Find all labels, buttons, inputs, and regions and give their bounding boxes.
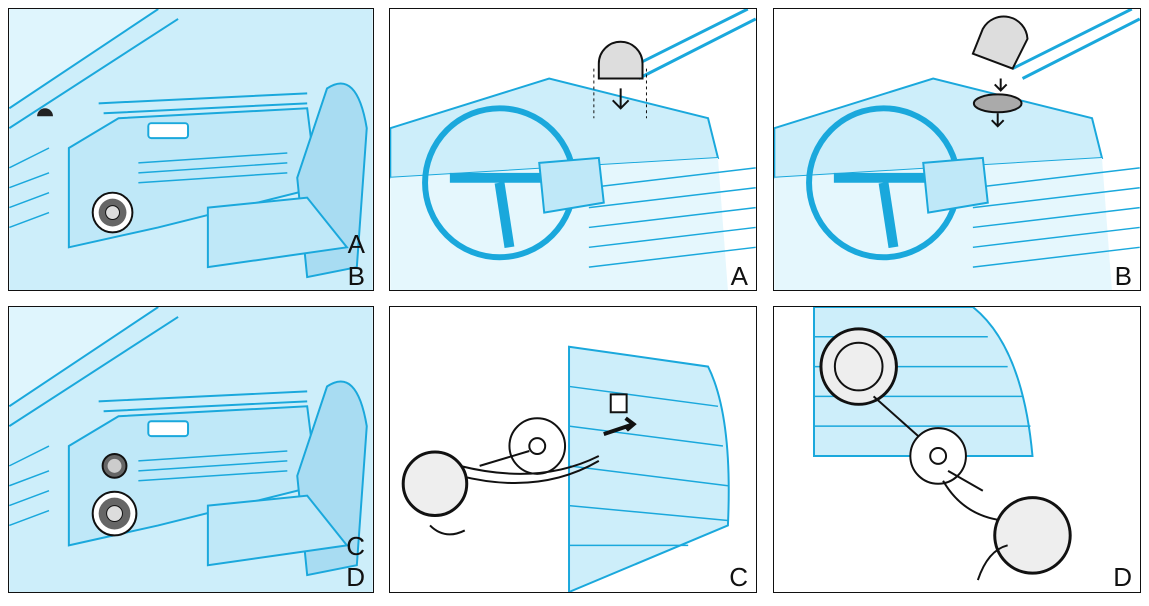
label-d: D bbox=[1113, 562, 1132, 592]
tweeter-icon bbox=[971, 15, 1029, 70]
mounting-bracket bbox=[508, 417, 567, 475]
tweeter-icon bbox=[401, 450, 469, 518]
label-c: C bbox=[346, 531, 365, 561]
dashboard-illustration bbox=[390, 9, 756, 290]
panel-dashboard-a: A bbox=[389, 8, 757, 291]
arrow-down-icon bbox=[994, 78, 1008, 92]
tweeter-icon bbox=[37, 108, 53, 117]
rotate-arrow-icon bbox=[429, 524, 466, 536]
tweeter-icon bbox=[993, 496, 1072, 575]
screw-icon bbox=[947, 469, 984, 492]
arrow-down-icon bbox=[991, 113, 1005, 128]
label-b: B bbox=[1114, 261, 1132, 291]
panel-door-mount-c: C bbox=[389, 306, 757, 593]
interior-illustration bbox=[9, 307, 373, 592]
arrow-down-icon bbox=[612, 88, 630, 110]
arrow-right-icon bbox=[603, 416, 637, 436]
label-a: A bbox=[347, 229, 365, 259]
door-mount-illustration bbox=[401, 345, 730, 592]
label-c: C bbox=[729, 562, 748, 592]
mounting-bracket bbox=[909, 427, 967, 485]
panel-dashboard-b: B bbox=[773, 8, 1141, 291]
tweeter-icon bbox=[597, 40, 644, 80]
panel-door-mount-d: D bbox=[773, 306, 1141, 593]
door-mount-illustration bbox=[813, 307, 1072, 581]
screw-icon bbox=[479, 450, 530, 467]
label-a: A bbox=[730, 261, 748, 291]
panel-interior-a-b: A B bbox=[8, 8, 374, 291]
rotate-arrow-icon bbox=[976, 544, 1008, 581]
interior-illustration bbox=[9, 9, 373, 290]
panel-interior-c-d: C D bbox=[8, 306, 374, 593]
dashboard-illustration bbox=[774, 9, 1140, 290]
label-d: D bbox=[346, 562, 365, 592]
tweeter-housing bbox=[819, 327, 898, 406]
label-b: B bbox=[347, 261, 365, 291]
